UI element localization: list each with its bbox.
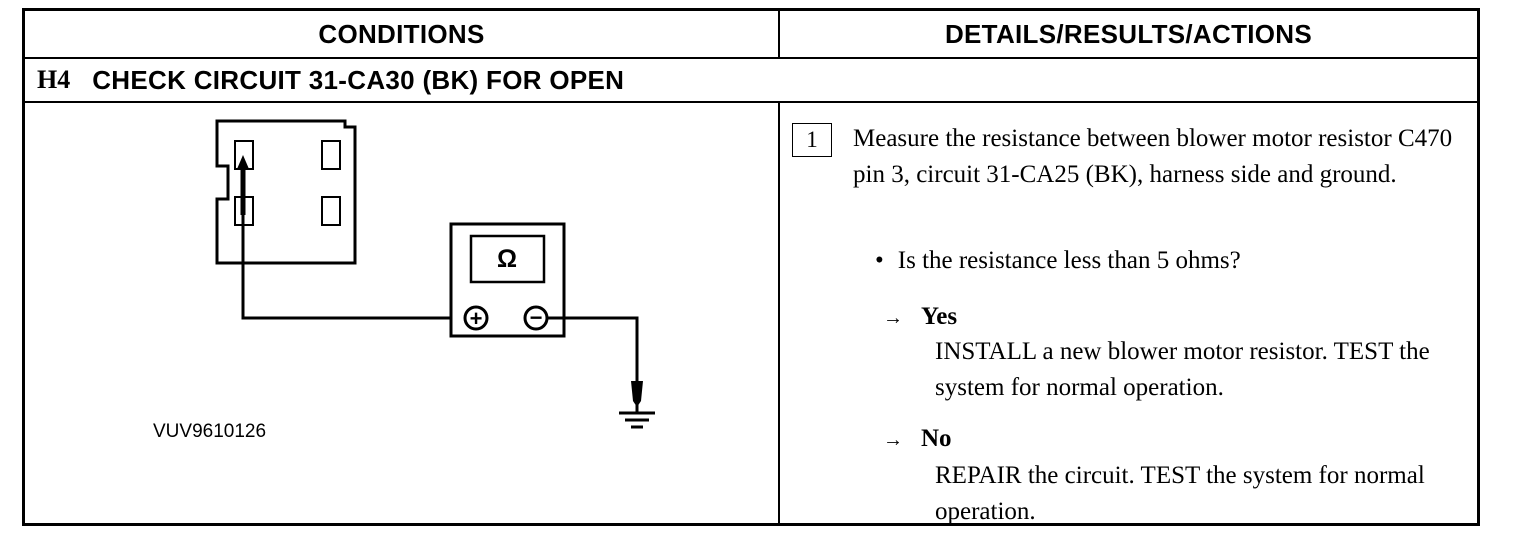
negative-test-lead — [547, 316, 639, 381]
diagnostic-table: CONDITIONS DETAILS/RESULTS/ACTIONS H4 CH… — [22, 8, 1480, 526]
arrow-right-icon: → — [883, 429, 903, 451]
answer-yes-action: INSTALL a new blower motor resistor. TES… — [935, 338, 1430, 401]
substep-question: • Is the resistance less than 5 ohms? — [875, 243, 1241, 279]
details-cell: 1 Measure the resistance between blower … — [780, 103, 1477, 525]
ohmmeter-connection-diagram: Ω + − — [215, 119, 655, 429]
substep-number: 1 — [792, 123, 832, 157]
answer-no-heading: → No — [883, 421, 952, 458]
answer-yes-heading: → Yes — [883, 299, 957, 336]
answer-yes-label: Yes — [921, 303, 958, 330]
conditions-cell: Ω + − VUV9610126 — [25, 103, 780, 523]
details-column-header: DETAILS/RESULTS/ACTIONS — [944, 18, 1313, 49]
positive-terminal-symbol: + — [470, 306, 483, 331]
connector-pin-2 — [321, 140, 341, 170]
ground-clip — [631, 381, 643, 407]
probe-tip — [237, 155, 249, 169]
negative-terminal-symbol: − — [530, 305, 543, 330]
substep-instruction: Measure the resistance between blower mo… — [853, 125, 1453, 188]
step-row: H4 CHECK CIRCUIT 31-CA30 (BK) FOR OPEN — [25, 57, 1477, 103]
question-text: Is the resistance less than 5 ohms? — [897, 247, 1241, 274]
ohmmeter-display — [469, 234, 546, 284]
answer-no-action: REPAIR the circuit. TEST the system for … — [935, 462, 1425, 525]
answer-no-label: No — [921, 425, 952, 452]
arrow-right-icon: → — [883, 307, 903, 329]
ohm-symbol: Ω — [497, 245, 517, 273]
step-id: H4 — [37, 65, 71, 94]
bullet-icon: • — [875, 247, 884, 274]
figure-id: VUV9610126 — [153, 421, 267, 442]
connector-pin-4 — [321, 196, 341, 226]
connector-outline — [215, 119, 357, 265]
positive-test-lead — [241, 215, 461, 320]
step-title: CHECK CIRCUIT 31-CA30 (BK) FOR OPEN — [92, 64, 625, 95]
positive-terminal — [463, 305, 489, 331]
conditions-column-header: CONDITIONS — [25, 11, 780, 57]
